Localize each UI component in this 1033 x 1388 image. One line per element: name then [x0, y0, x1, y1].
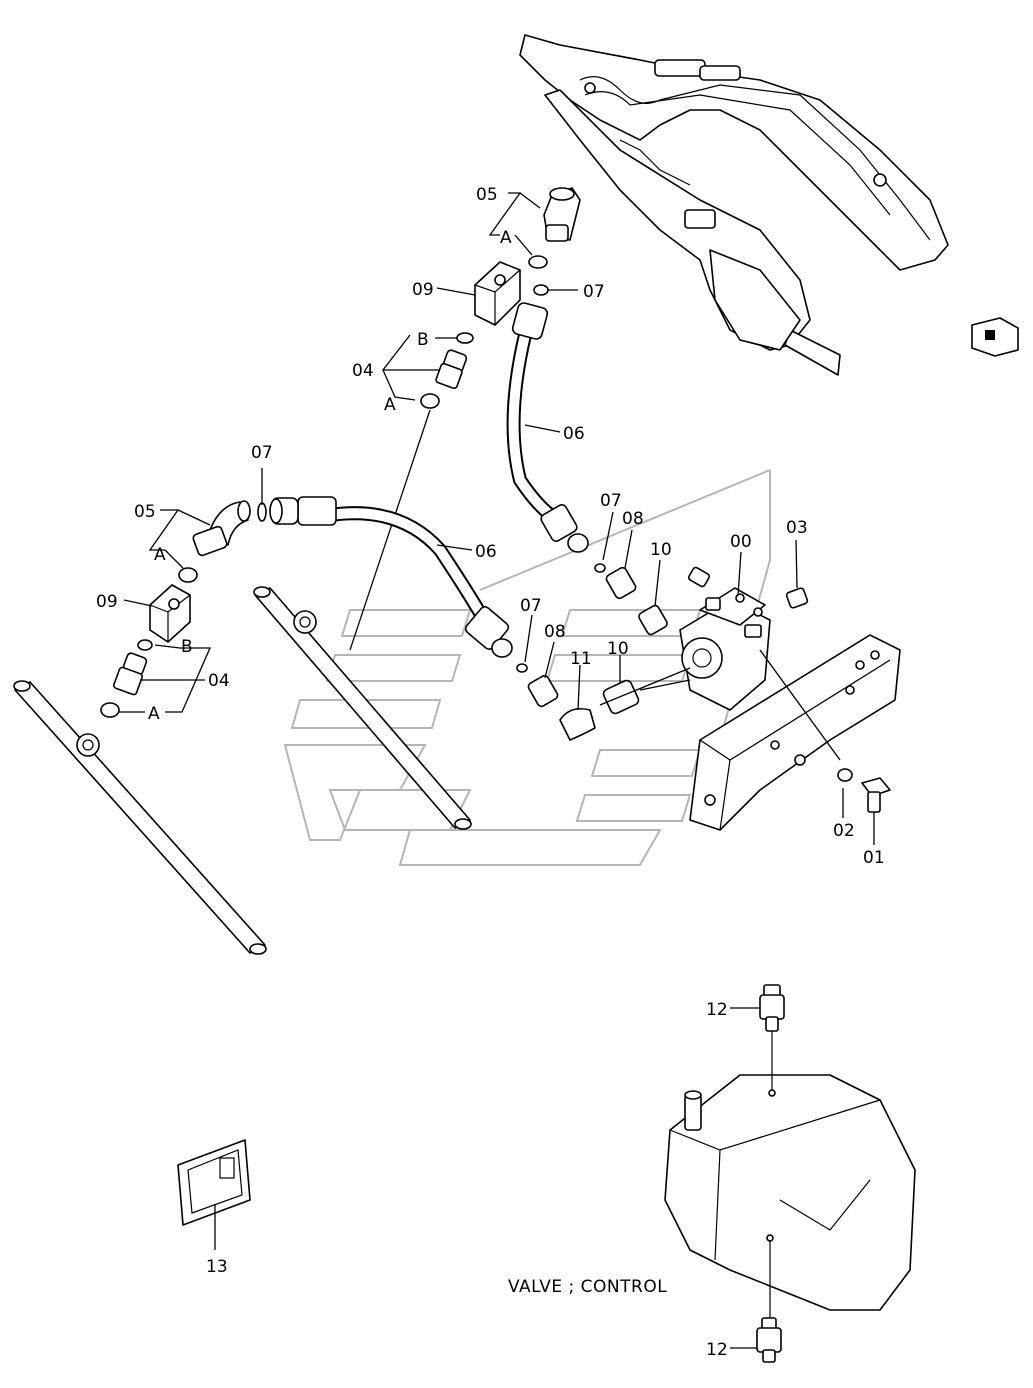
- label-07-top: 07: [583, 282, 605, 302]
- fitting-08-low: [527, 674, 559, 708]
- orientation-icon: [971, 317, 1019, 357]
- oring-a-top: [528, 255, 548, 269]
- label-12-bottom: 12: [706, 1340, 728, 1360]
- hose-06-middle: [257, 496, 513, 658]
- control-valve-assembly: [664, 1030, 916, 1320]
- oring-07-mid: [257, 502, 267, 522]
- label-06-mid: 06: [475, 542, 497, 562]
- mount-bracket: [689, 634, 901, 831]
- bolt-01: [861, 777, 891, 813]
- label-b-left: B: [181, 637, 193, 657]
- label-a-mid: A: [384, 395, 396, 415]
- oring-07-low: [516, 663, 528, 673]
- fitting-10-upper: [638, 604, 668, 636]
- label-01: 01: [863, 848, 885, 868]
- label-10-upper: 10: [650, 540, 672, 560]
- elbow-05-left: [192, 500, 251, 557]
- centerline-top: [349, 409, 431, 651]
- adaptor-04-left: [113, 652, 148, 696]
- elbow-05-top: [543, 187, 581, 242]
- label-02: 02: [833, 821, 855, 841]
- label-a-bottom: A: [148, 704, 160, 724]
- pipe-upper-left: [253, 586, 472, 830]
- oring-07-top: [533, 284, 549, 296]
- washer-02: [837, 768, 853, 782]
- label-07-low: 07: [520, 596, 542, 616]
- plug-03: [785, 587, 809, 609]
- label-a-left: A: [154, 545, 166, 565]
- label-04-top: 04: [352, 361, 374, 381]
- fitting-08-right: [605, 566, 637, 600]
- label-b-top: B: [417, 330, 429, 350]
- label-12-top: 12: [706, 1000, 728, 1020]
- label-plate-13: [177, 1139, 251, 1226]
- oring-07-right: [594, 563, 606, 573]
- pressure-sensor-12-bottom: [756, 1317, 782, 1363]
- elbow-11: [559, 707, 596, 741]
- oring-b-top: [456, 332, 474, 344]
- selector-valve-00: [679, 566, 771, 711]
- label-11: 11: [570, 649, 592, 669]
- label-09-left: 09: [96, 592, 118, 612]
- label-04-left: 04: [208, 671, 230, 691]
- label-08-low: 08: [544, 622, 566, 642]
- caption-valve-control: VALVE ; CONTROL: [508, 1277, 667, 1297]
- label-a-top: A: [500, 228, 512, 248]
- label-10-low: 10: [607, 639, 629, 659]
- label-03: 03: [786, 518, 808, 538]
- upper-hose-assembly: [349, 187, 589, 651]
- oring-a-bottom: [100, 702, 120, 718]
- leader-lines: [118, 192, 875, 1349]
- label-13: 13: [206, 1257, 228, 1277]
- label-06-top: 06: [563, 424, 585, 444]
- label-00: 00: [730, 532, 752, 552]
- oring-b-left: [137, 639, 153, 651]
- hose-06-right: [506, 302, 589, 553]
- label-05-top: 05: [476, 185, 498, 205]
- oring-a-left: [178, 567, 198, 583]
- label-09-top: 09: [412, 280, 434, 300]
- oring-a-mid: [420, 393, 440, 409]
- label-07-mid: 07: [251, 443, 273, 463]
- pressure-sensor-12-top: [759, 984, 785, 1032]
- pipe-lower-left: [13, 680, 267, 955]
- label-07-right: 07: [600, 491, 622, 511]
- adaptor-04-top: [435, 349, 468, 390]
- label-05-left: 05: [134, 502, 156, 522]
- label-08-right: 08: [622, 509, 644, 529]
- block-09-top: [474, 261, 521, 326]
- boom-arm-drawing: [519, 34, 949, 376]
- block-09-left: [149, 584, 191, 643]
